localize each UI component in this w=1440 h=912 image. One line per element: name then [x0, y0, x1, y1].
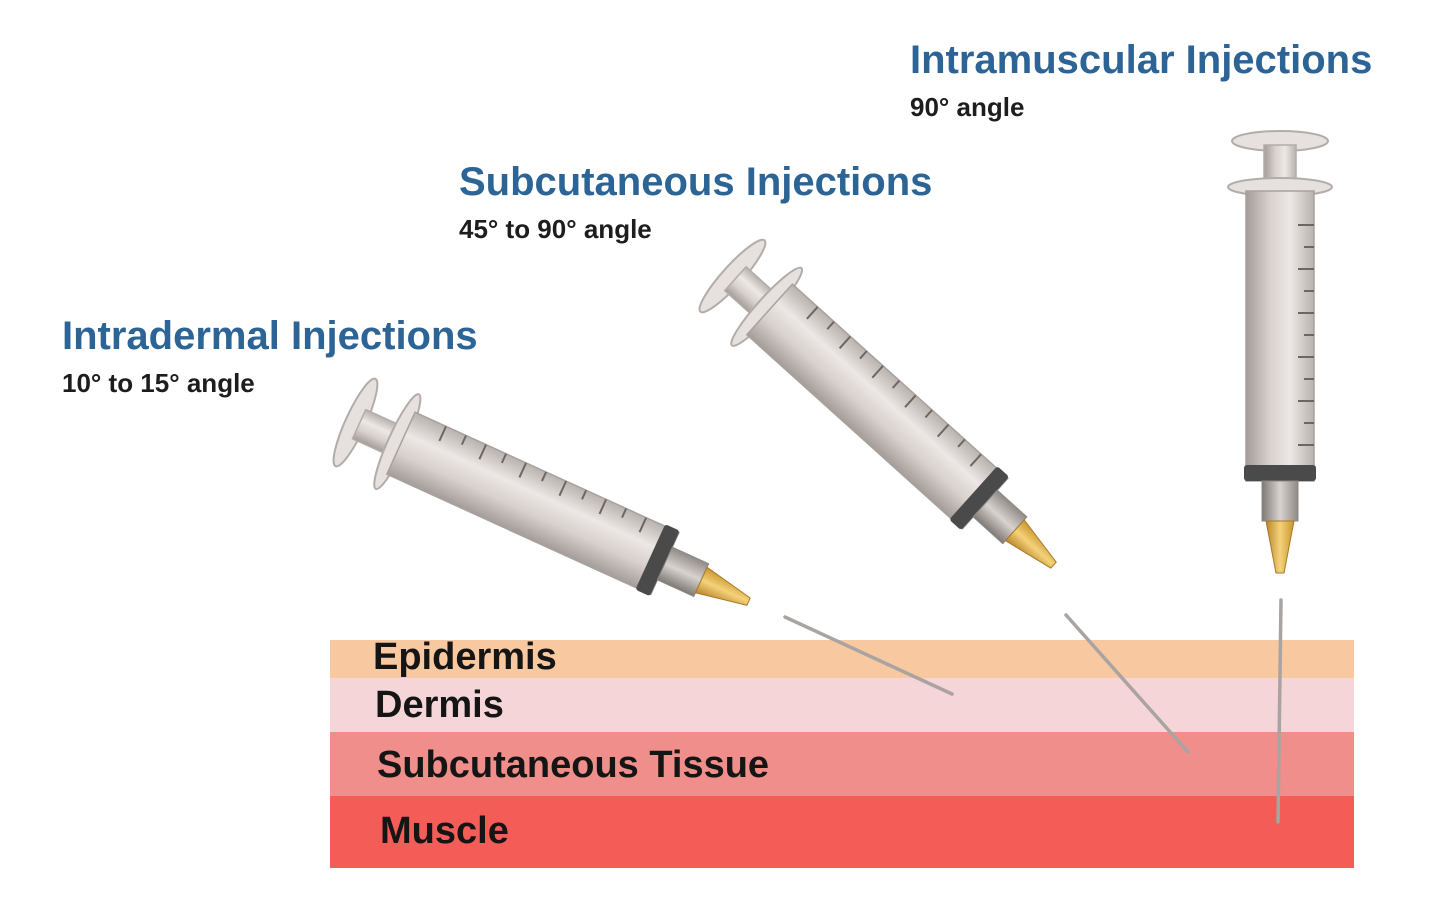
layer-label-epidermis: Epidermis — [373, 636, 557, 678]
layer-band-epidermis — [330, 640, 1354, 678]
layer-label-muscle: Muscle — [380, 810, 509, 852]
layer-band-dermis — [330, 678, 1354, 732]
intradermal-syringe — [323, 370, 954, 696]
intradermal-title: Intradermal Injections — [62, 314, 478, 358]
layer-band-muscle — [330, 796, 1354, 868]
intramuscular-title: Intramuscular Injections — [910, 38, 1373, 82]
intradermal-needle — [783, 615, 954, 696]
intradermal-angle: 10° to 15° angle — [62, 368, 255, 398]
intramuscular-angle: 90° angle — [910, 92, 1025, 122]
layer-label-subcutaneous: Subcutaneous Tissue — [377, 744, 770, 786]
intramuscular-syringe — [1227, 130, 1333, 824]
subcutaneous-needle — [1064, 613, 1190, 754]
subcutaneous-angle: 45° to 90° angle — [459, 214, 652, 244]
layer-band-subcutaneous — [330, 732, 1354, 796]
layer-label-dermis: Dermis — [375, 684, 504, 726]
intramuscular-needle — [1276, 598, 1283, 824]
subcutaneous-syringe — [689, 229, 1190, 754]
subcutaneous-title: Subcutaneous Injections — [459, 160, 933, 204]
